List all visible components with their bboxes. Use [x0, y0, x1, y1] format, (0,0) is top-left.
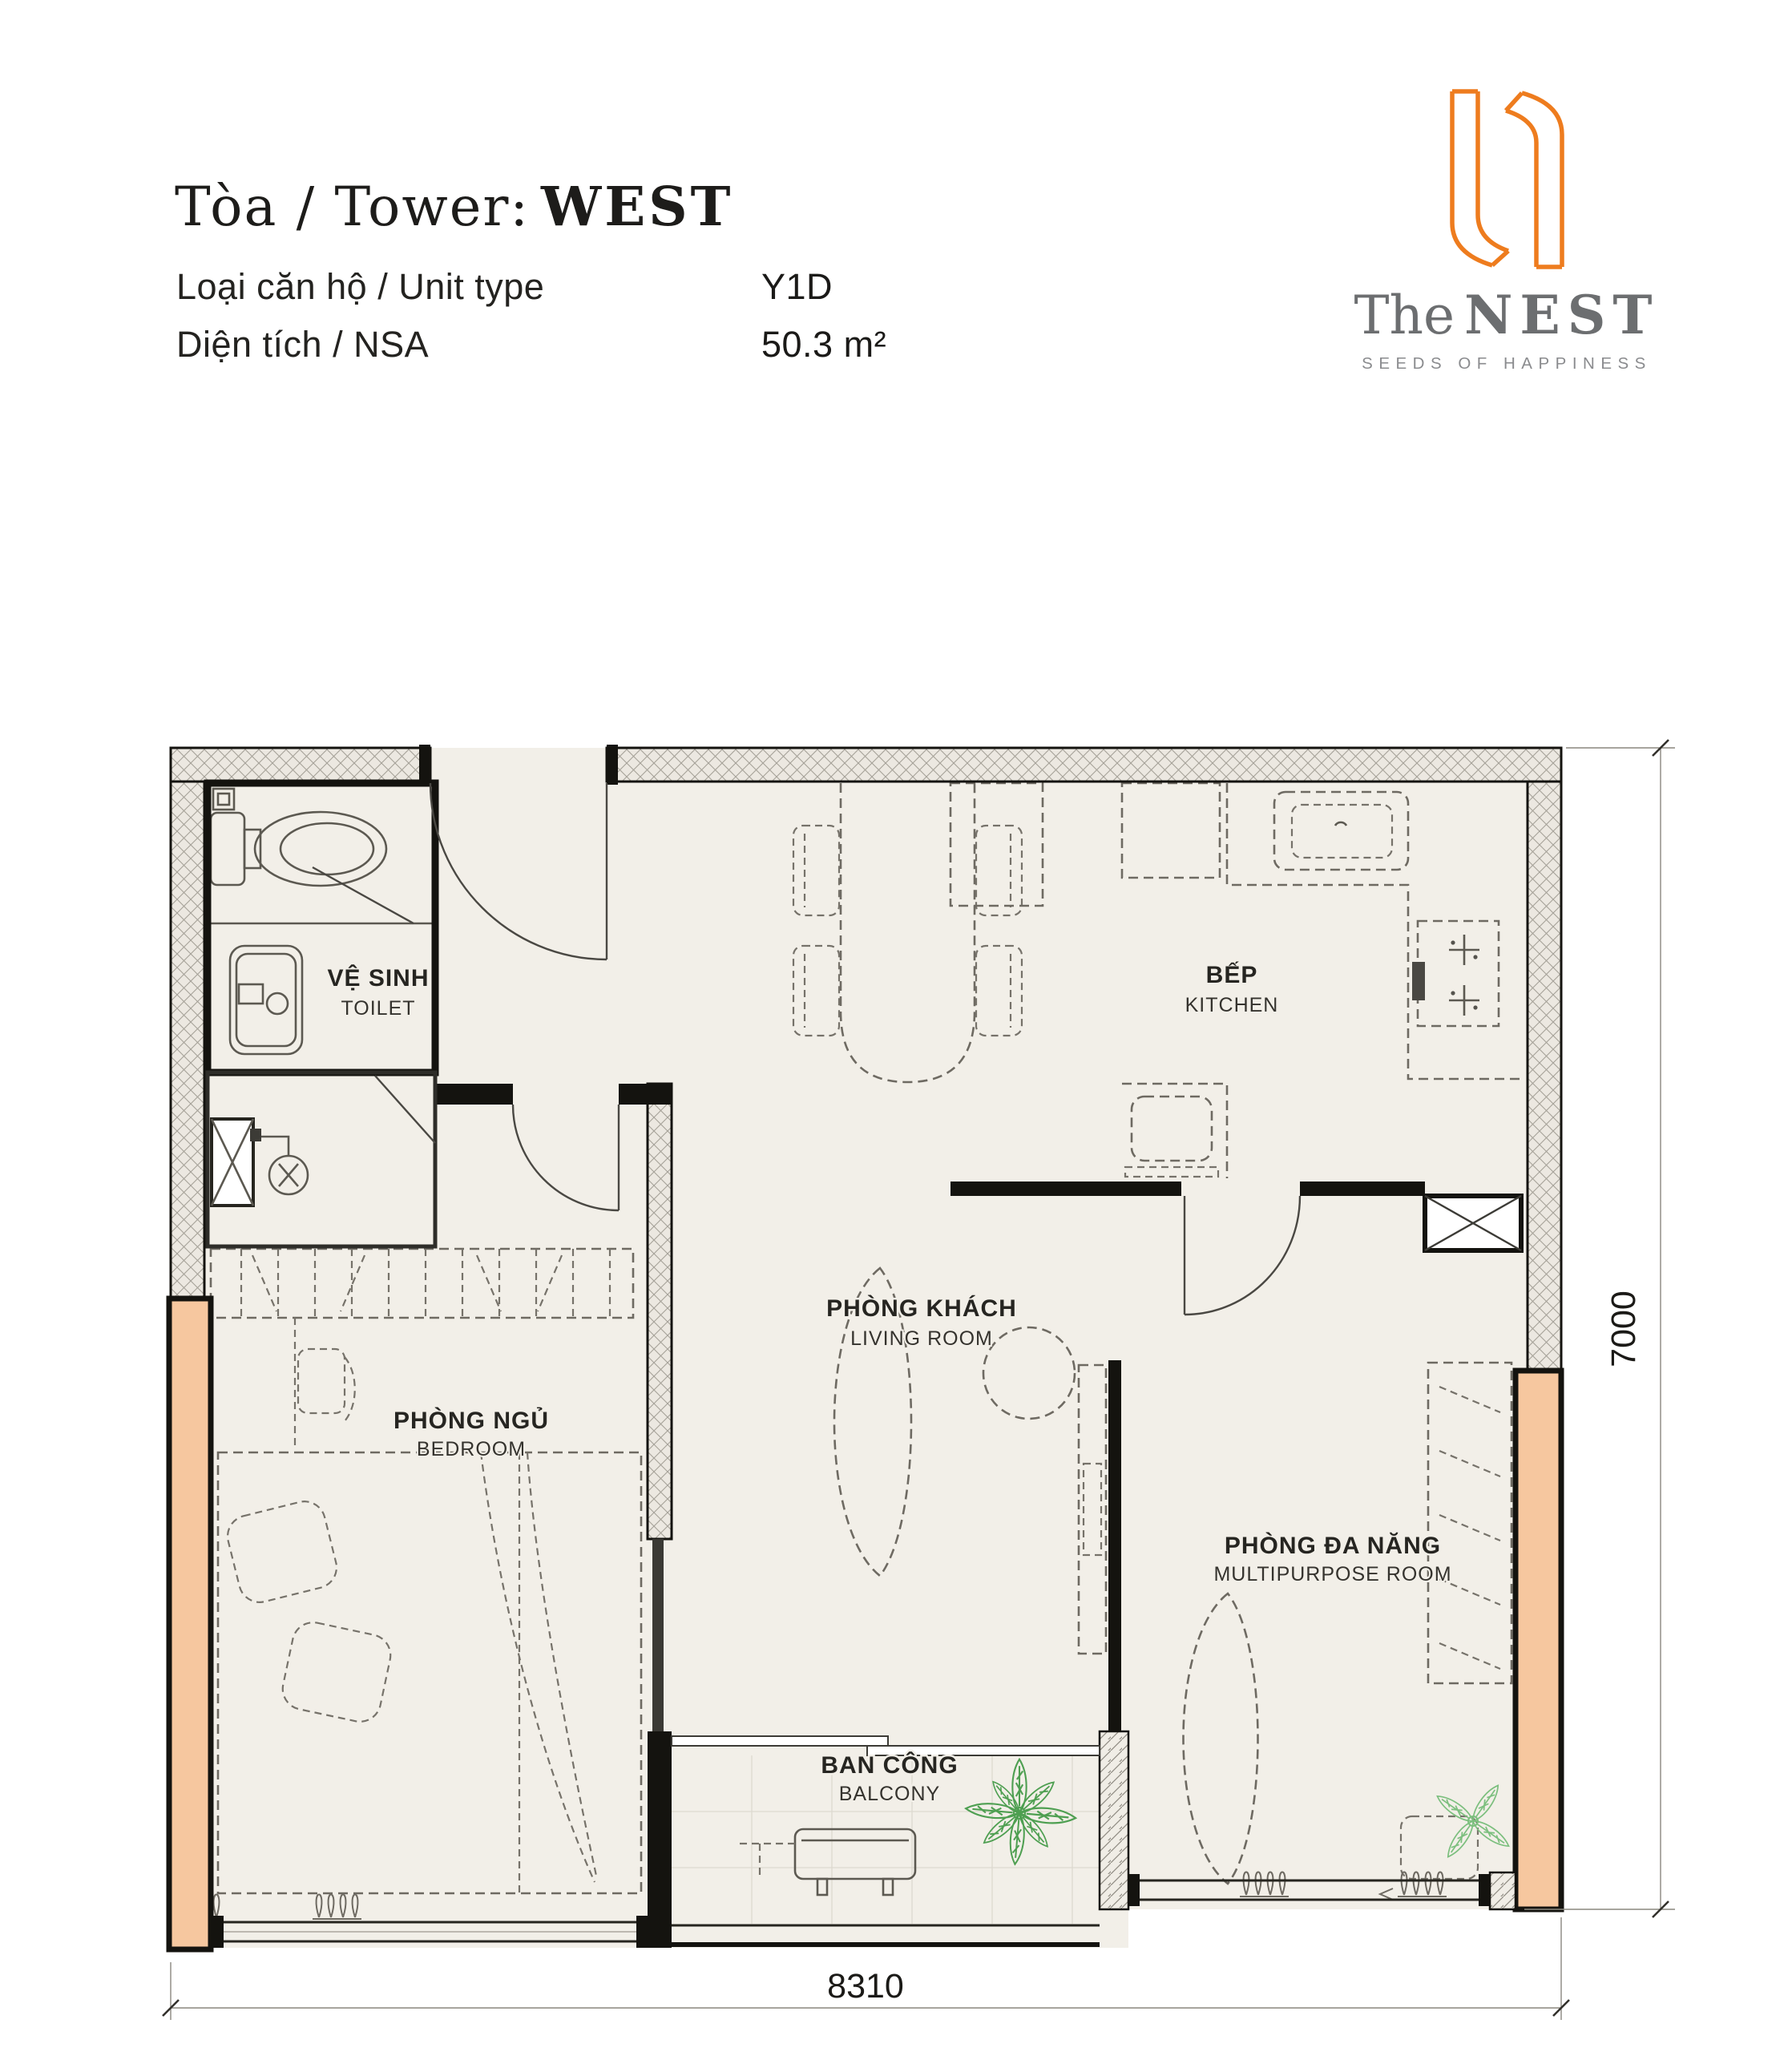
living-furniture — [833, 1266, 1108, 1655]
column-left — [166, 1295, 214, 1953]
kitchen-sink — [1273, 790, 1410, 871]
svg-text:7000: 7000 — [1604, 1291, 1643, 1367]
bedroom-furniture — [209, 1247, 643, 1895]
sofa — [833, 1266, 913, 1577]
entry-door — [429, 782, 608, 961]
unit-type-value: Y1D — [761, 266, 833, 307]
wall-balcony-left — [648, 1731, 672, 1948]
column-right — [1512, 1367, 1564, 1913]
multipurpose-furniture — [1182, 1361, 1513, 1885]
balcony-slider — [671, 1735, 1100, 1756]
stool — [1399, 1815, 1479, 1880]
brand-tagline: SEEDS OF HAPPINESS — [1362, 354, 1652, 373]
wall-bedroom-living — [646, 1082, 673, 1541]
curtain-symbols — [173, 1871, 1447, 1920]
wall-top-left — [169, 746, 432, 783]
area-label: Diện tích / NSA — [176, 324, 430, 365]
svg-text:BALCONY: BALCONY — [839, 1783, 940, 1805]
wall-bedroom-lower — [652, 1539, 664, 1731]
svg-text:VỆ SINH: VỆ SINH — [327, 964, 429, 992]
balcony-railing — [672, 1924, 1100, 1947]
header: Tòa / Tower:WEST Loại căn hộ / Unit type… — [175, 0, 1217, 401]
bed — [216, 1451, 643, 1895]
ac-unit — [737, 1828, 917, 1896]
blanket — [479, 1451, 598, 1883]
tower-value: WEST — [540, 175, 734, 238]
wall-multipurpose-left — [1108, 1360, 1121, 1731]
area-row: Diện tích / NSA 50.3 m² — [176, 324, 1138, 366]
unit-type-label: Loại căn hộ / Unit type — [176, 266, 545, 307]
laundry-shower — [210, 1117, 309, 1207]
rug — [982, 1326, 1076, 1420]
shaft-box — [1423, 1194, 1524, 1253]
wall-balcony-right — [1098, 1730, 1130, 1911]
svg-text:BEDROOM: BEDROOM — [417, 1438, 526, 1460]
room-label-bedroom: PHÒNG NGỦ BEDROOM — [391, 1405, 550, 1463]
toilet-fold-door — [312, 866, 414, 925]
door-jamb — [419, 745, 430, 785]
bedroom-door — [511, 1104, 620, 1212]
wardrobe — [209, 1247, 635, 1319]
wall-kitchen-bottom-a — [950, 1182, 1181, 1196]
room-label-balcony: BAN CÔNG BALCONY — [819, 1750, 959, 1808]
plant-icon — [964, 1758, 1078, 1866]
laundry-walls — [205, 1070, 438, 1249]
kitchen-appliance — [1130, 1095, 1213, 1162]
svg-text:PHÒNG ĐA NĂNG: PHÒNG ĐA NĂNG — [1225, 1532, 1441, 1559]
room-label-kitchen: BẾP KITCHEN — [1184, 959, 1280, 1019]
svg-text:TOILET: TOILET — [341, 997, 415, 1020]
wall-bedroom-top-b — [619, 1084, 672, 1105]
room-label-multipurpose: PHÒNG ĐA NĂNG MULTIPURPOSE ROOM — [1212, 1530, 1452, 1588]
multipurpose-door — [1183, 1195, 1302, 1316]
room-label-toilet: VỆ SINH TOILET — [325, 963, 430, 1022]
laundry-fold-door — [374, 1075, 436, 1144]
tower-label: Tòa / Tower: — [175, 176, 530, 238]
svg-text:MULTIPURPOSE ROOM: MULTIPURPOSE ROOM — [1213, 1563, 1451, 1585]
room-label-living: PHÒNG KHÁCH LIVING ROOM — [825, 1293, 1019, 1352]
wall-kitchen-bottom-b — [1300, 1182, 1425, 1196]
wall-right — [1526, 780, 1563, 1372]
dimension-bottom: 8310 — [162, 1917, 1570, 2020]
sofa — [1182, 1592, 1259, 1885]
pillow — [281, 1622, 392, 1723]
svg-text:BAN CÔNG: BAN CÔNG — [821, 1751, 958, 1779]
svg-text:LIVING ROOM: LIVING ROOM — [850, 1327, 993, 1350]
dimension-right: 7000 — [1524, 739, 1675, 1918]
unit-type-row: Loại căn hộ / Unit type Y1D — [176, 266, 1138, 308]
nest-logo-icon — [1449, 89, 1564, 269]
wardrobe — [1427, 1361, 1513, 1685]
svg-text:PHÒNG KHÁCH: PHÒNG KHÁCH — [826, 1295, 1017, 1322]
page-title: Tòa / Tower:WEST — [175, 175, 734, 238]
bedroom-chair — [297, 1347, 346, 1415]
plant-icon-small — [1433, 1781, 1513, 1861]
door-jamb — [607, 745, 618, 785]
dining-table — [792, 783, 1023, 1084]
tv-cabinet — [1077, 1363, 1108, 1655]
pillow — [226, 1501, 338, 1603]
kitchen-counter — [949, 782, 1520, 1178]
bedroom-window — [211, 1916, 649, 1948]
wall-top-right — [605, 746, 1563, 783]
wall-bedroom-top-a — [437, 1084, 513, 1105]
wc-bowl — [253, 810, 388, 887]
svg-text:BẾP: BẾP — [1206, 961, 1258, 988]
multipurpose-window — [1128, 1871, 1517, 1911]
svg-text:PHÒNG NGỦ: PHÒNG NGỦ — [394, 1407, 549, 1434]
area-value: 50.3 m² — [761, 324, 887, 365]
basin-cabinet — [228, 944, 304, 1056]
svg-text:KITCHEN: KITCHEN — [1185, 994, 1279, 1016]
svg-text:8310: 8310 — [827, 1967, 904, 2006]
floor-area — [171, 748, 1561, 1948]
wall-left — [169, 780, 206, 1300]
